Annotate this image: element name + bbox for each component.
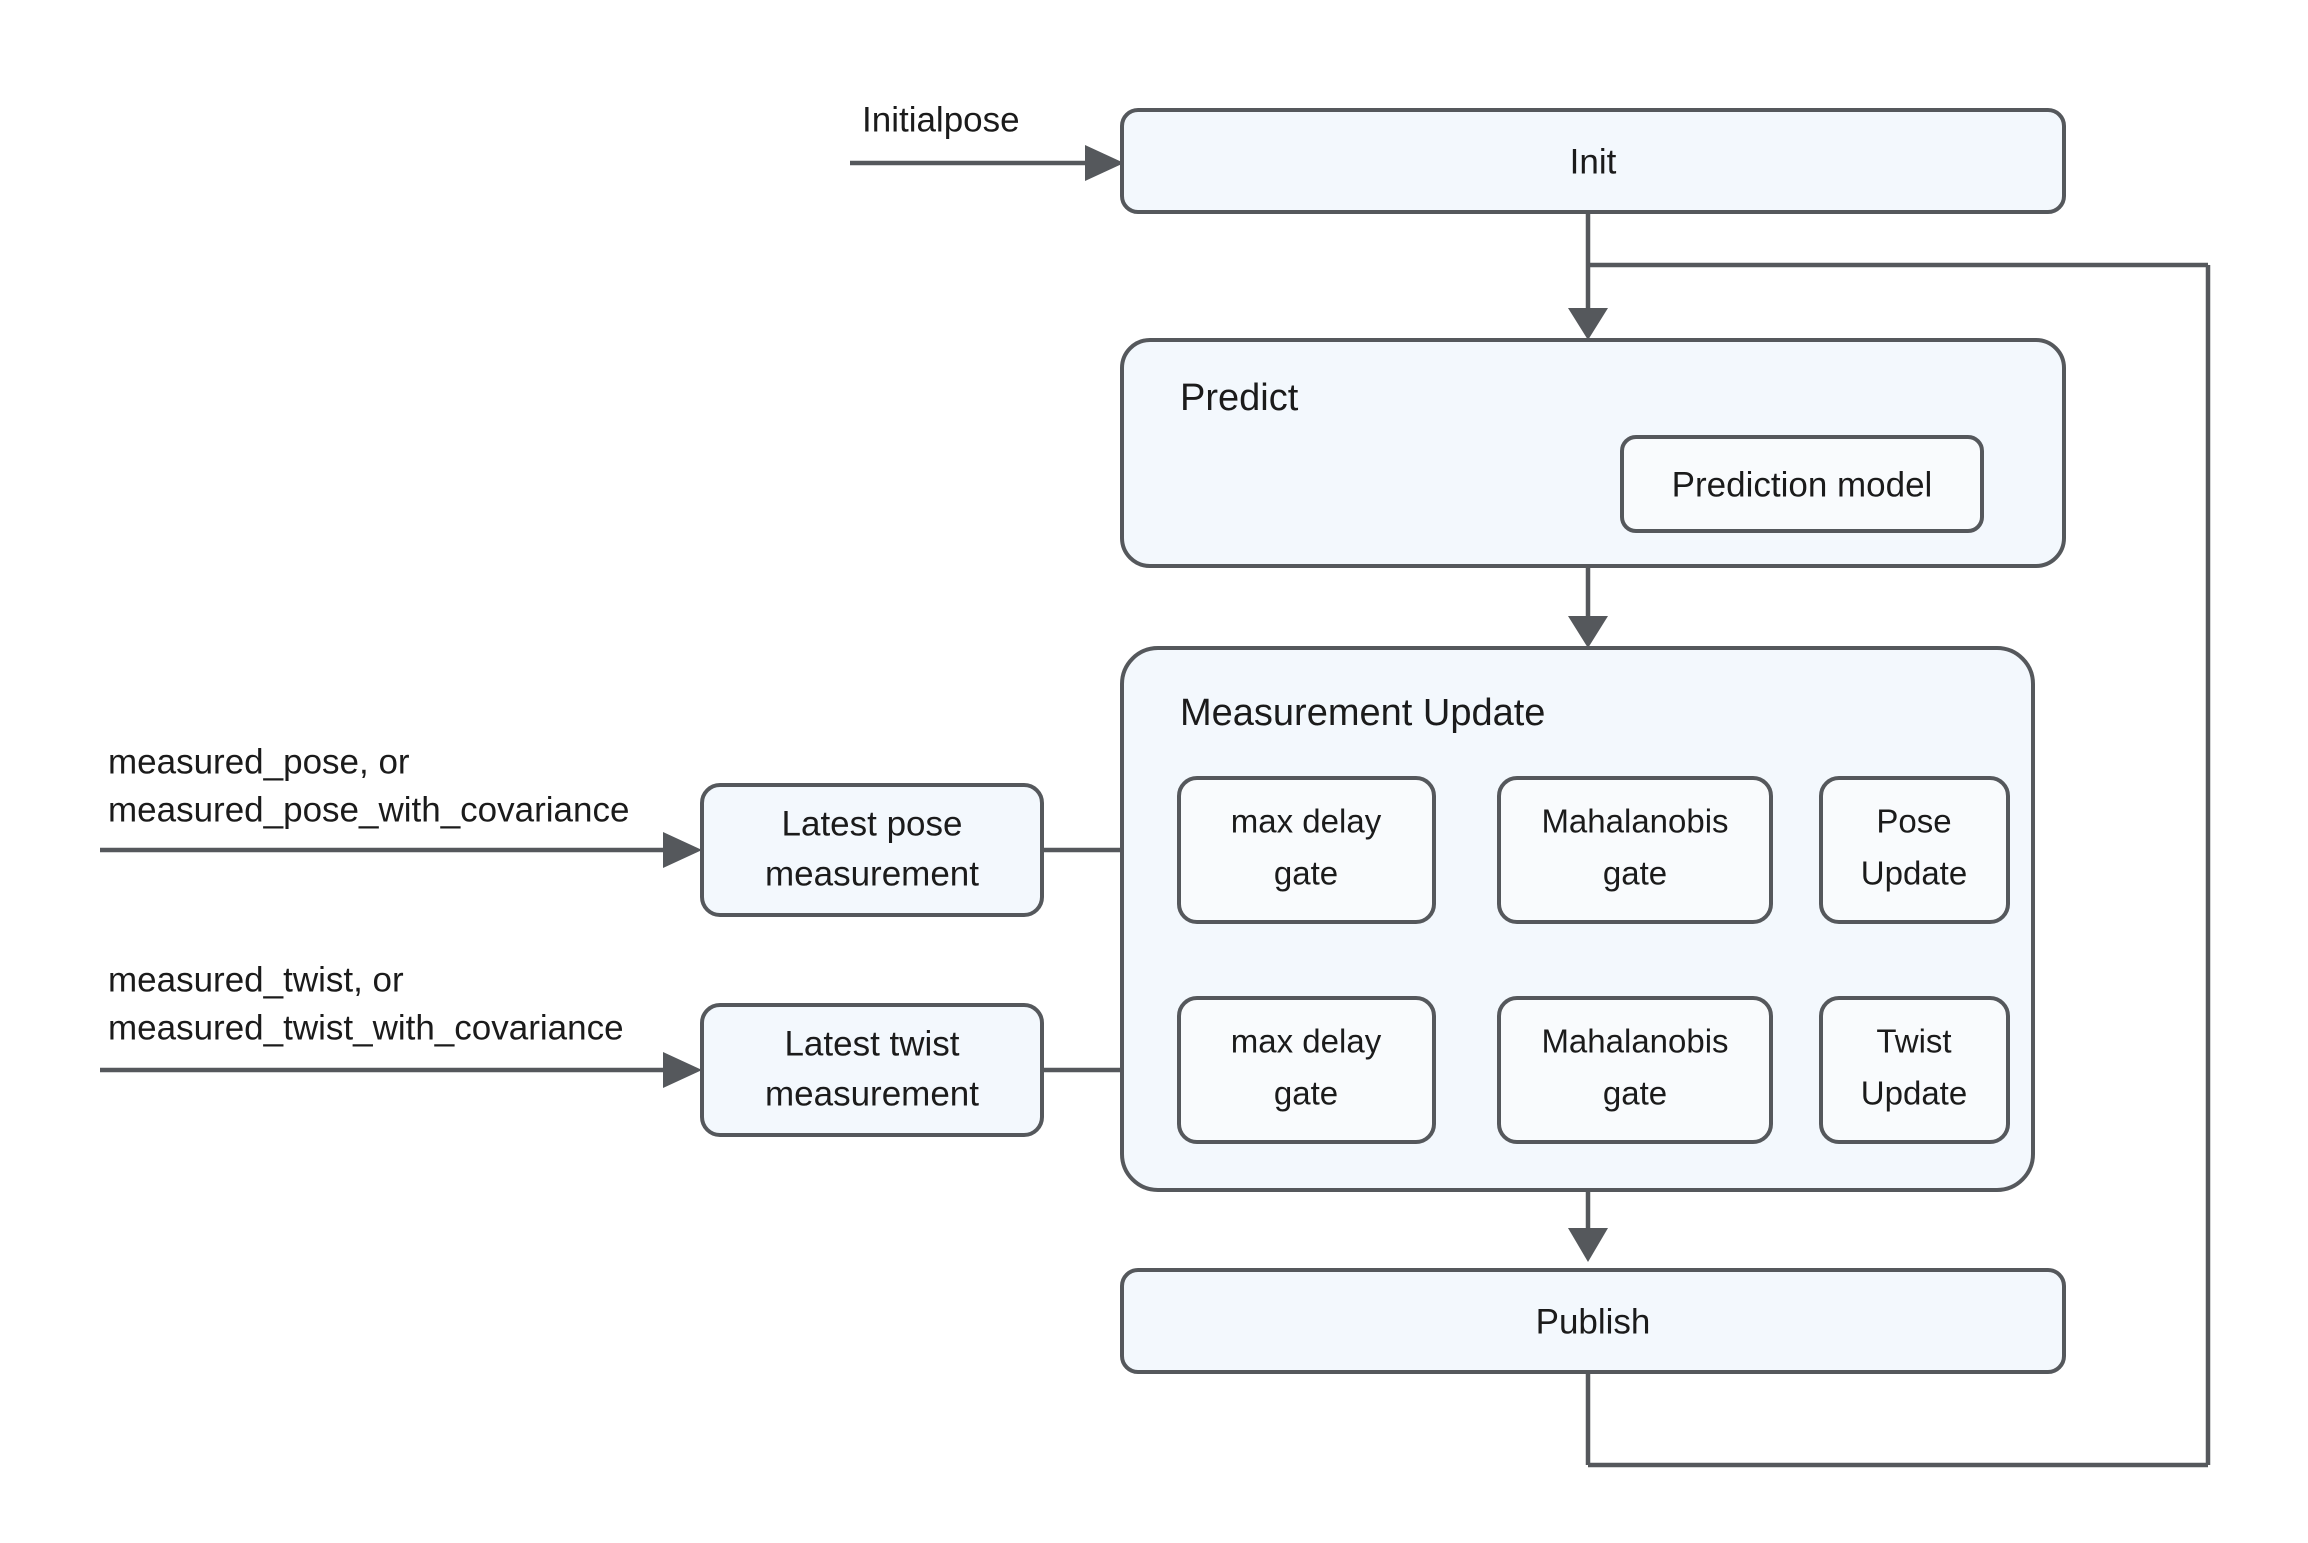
node-twist-mahalanobis-gate[interactable]: Mahalanobis gate: [1497, 996, 1773, 1144]
node-twist-update-line1: Twist: [1876, 1023, 1951, 1060]
node-pose-mahalanobis-line1: Mahalanobis: [1541, 803, 1728, 840]
node-pose-update[interactable]: Pose Update: [1819, 776, 2010, 924]
edge-init-to-predict: [1568, 212, 1608, 340]
node-twist-max-delay-line2: gate: [1274, 1075, 1338, 1112]
node-latest-pose-measurement[interactable]: Latest pose measurement: [700, 783, 1044, 917]
edge-measured-pose-to-latest-pose: [100, 832, 702, 868]
node-pose-max-delay-gate[interactable]: max delay gate: [1177, 776, 1436, 924]
node-twist-mahalanobis-line1: Mahalanobis: [1541, 1023, 1728, 1060]
node-latest-pose-line1: Latest pose: [782, 804, 963, 843]
edge-label-measured-pose-line1: measured_pose, or: [108, 742, 410, 781]
node-publish[interactable]: Publish: [1120, 1268, 2066, 1374]
node-pose-mahalanobis-gate[interactable]: Mahalanobis gate: [1497, 776, 1773, 924]
node-pose-max-delay-line2: gate: [1274, 855, 1338, 892]
node-twist-max-delay-line1: max delay: [1231, 1023, 1382, 1060]
node-latest-pose-line2: measurement: [765, 854, 979, 893]
edge-feedback-loop: [1585, 262, 2211, 1468]
node-prediction-model[interactable]: Prediction model: [1620, 435, 1984, 533]
edge-predict-to-measurement-update: [1568, 566, 1608, 648]
edge-initialpose-to-init: [850, 145, 1124, 181]
edge-label-measured-twist-line1: measured_twist, or: [108, 960, 404, 999]
node-prediction-model-label: Prediction model: [1672, 465, 1933, 504]
node-twist-update-line2: Update: [1861, 1075, 1967, 1112]
node-measurement-update-title: Measurement Update: [1180, 692, 1545, 734]
node-twist-update[interactable]: Twist Update: [1819, 996, 2010, 1144]
node-init-label: Init: [1570, 142, 1617, 181]
edge-measurement-update-to-publish: [1568, 1190, 1608, 1262]
node-pose-mahalanobis-line2: gate: [1603, 855, 1667, 892]
node-pose-update-line1: Pose: [1876, 803, 1951, 840]
node-latest-twist-line2: measurement: [765, 1074, 979, 1113]
edge-label-initialpose: Initialpose: [862, 100, 1020, 139]
node-publish-label: Publish: [1536, 1302, 1651, 1341]
node-predict-title: Predict: [1180, 377, 1299, 419]
node-pose-max-delay-line1: max delay: [1231, 803, 1382, 840]
node-latest-twist-line1: Latest twist: [784, 1024, 959, 1063]
edge-label-measured-pose-line2: measured_pose_with_covariance: [108, 790, 629, 829]
node-twist-mahalanobis-line2: gate: [1603, 1075, 1667, 1112]
edge-measured-twist-to-latest-twist: [100, 1052, 702, 1088]
node-twist-max-delay-gate[interactable]: max delay gate: [1177, 996, 1436, 1144]
edge-label-measured-twist-line2: measured_twist_with_covariance: [108, 1008, 624, 1047]
node-init[interactable]: Init: [1120, 108, 2066, 214]
node-latest-twist-measurement[interactable]: Latest twist measurement: [700, 1003, 1044, 1137]
node-pose-update-line2: Update: [1861, 855, 1967, 892]
